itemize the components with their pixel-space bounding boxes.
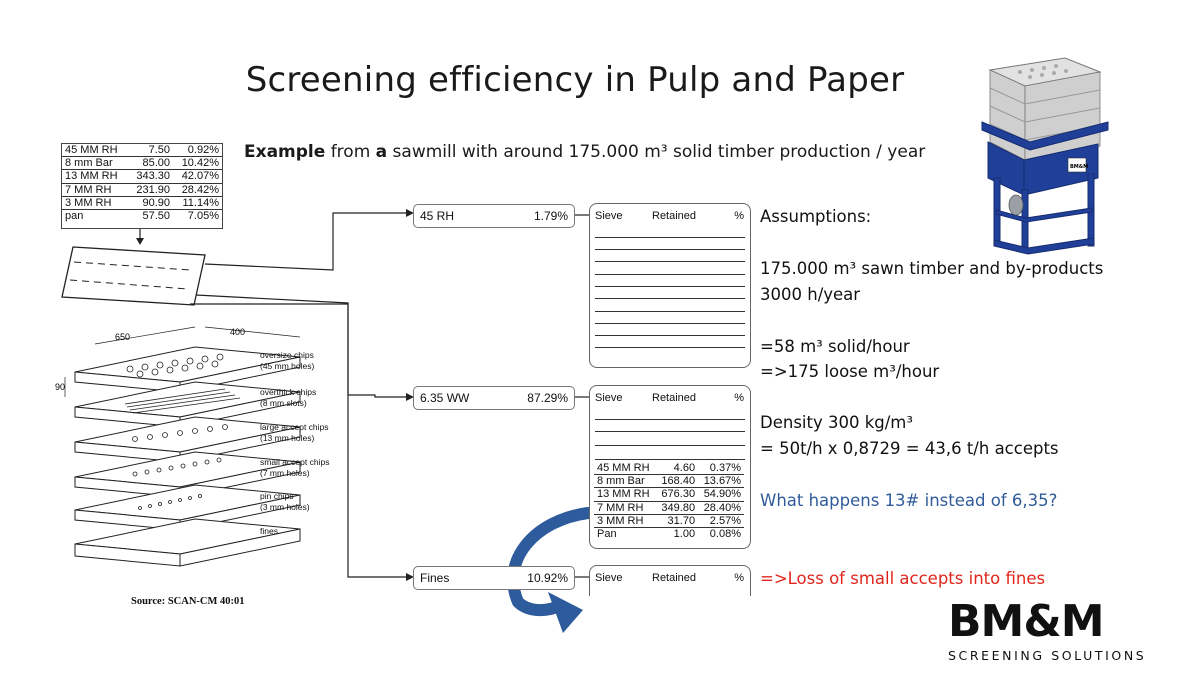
- company-tagline: SCREENING SOLUTIONS: [948, 648, 1147, 663]
- label-small-accept: small accept chips: [260, 457, 329, 467]
- example-text-2: sawmill with around 175.000 m³ solid tim…: [387, 142, 926, 162]
- assumption-line-3: =58 m³ solid/hour: [760, 337, 910, 356]
- machine-badge: BM&M: [1070, 164, 1088, 170]
- label-fines: fines: [260, 526, 278, 536]
- example-bold-1: Example: [244, 142, 326, 162]
- dimension-400: 400: [230, 327, 245, 337]
- screen-machine-illustration: BM&M: [981, 57, 1109, 255]
- svg-text:(3 mm holes): (3 mm holes): [260, 502, 310, 512]
- sieve-stack-diagram: 650 400 90 oversize chips (45 mm holes) …: [55, 326, 329, 567]
- label-pin-chips: pin chips: [260, 491, 294, 501]
- example-text: Example from a sawmill with around 175.0…: [244, 142, 925, 162]
- example-bold-2: a: [375, 142, 388, 162]
- assumption-line-2: 3000 h/year: [760, 285, 861, 304]
- loss-text: =>Loss of small accepts into fines: [760, 569, 1046, 588]
- dimension-650: 650: [115, 332, 130, 342]
- svg-text:(45 mm holes): (45 mm holes): [260, 361, 314, 371]
- assumptions-heading: Assumptions:: [760, 207, 872, 226]
- fraction-box-45rh: 45 RH 1.79%: [413, 204, 575, 228]
- page-title: Screening efficiency in Pulp and Paper: [245, 60, 905, 100]
- assumption-line-4: =>175 loose m³/hour: [760, 362, 940, 381]
- assumption-line-5: Density 300 kg/m³: [760, 413, 913, 432]
- question-text: What happens 13# instead of 6,35?: [760, 491, 1058, 510]
- example-text-1: from: [325, 142, 376, 162]
- assumption-line-1: 175.000 m³ sawn timber and by-products: [760, 259, 1104, 278]
- source-citation: Source: SCAN-CM 40:01: [131, 596, 245, 607]
- assumption-line-6: = 50t/h x 0,8729 = 43,6 t/h accepts: [760, 439, 1059, 458]
- label-large-accept: large accept chips: [260, 422, 329, 432]
- label-oversize: oversize chips: [260, 350, 314, 360]
- svg-text:(13 mm holes): (13 mm holes): [260, 433, 314, 443]
- svg-text:(7 mm holes): (7 mm holes): [260, 468, 310, 478]
- svg-text:(8 mm slots): (8 mm slots): [260, 398, 307, 408]
- label-overthick: overthick chips: [260, 387, 316, 397]
- company-logo: BM&M: [948, 596, 1104, 647]
- sieve-box-45rh: Sieve Retained %: [589, 203, 751, 368]
- fraction-box-fines: Fines 10.92%: [413, 566, 575, 590]
- dimension-90: 90: [55, 382, 65, 392]
- fraction-box-635ww: 6.35 WW 87.29%: [413, 386, 575, 410]
